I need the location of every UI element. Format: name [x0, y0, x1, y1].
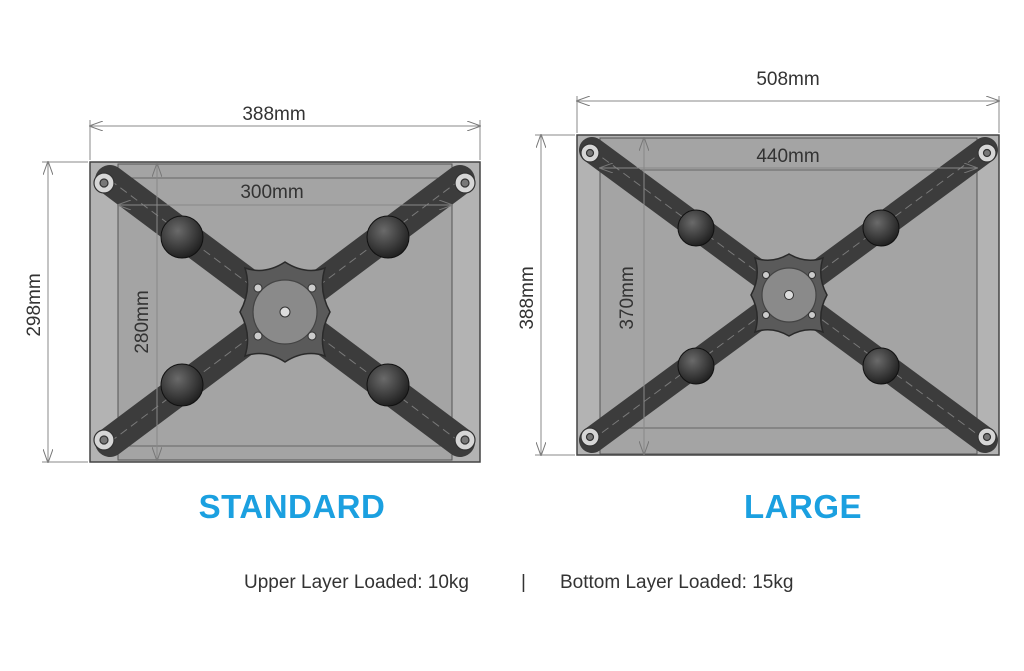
large-corner-brackets — [580, 143, 997, 447]
footer-separator: | — [521, 572, 526, 593]
large-outer-height-label: 388mm — [517, 266, 538, 329]
knob-icon — [160, 215, 204, 259]
knob-icon — [366, 215, 410, 259]
standard-corner-brackets — [93, 172, 476, 451]
large-inner-height-label: 370mm — [617, 266, 638, 329]
standard-outer-height-label: 298mm — [24, 273, 45, 336]
standard-title: STANDARD — [198, 488, 386, 525]
large-inner-width-label: 440mm — [756, 146, 819, 167]
bottom-layer-load: Bottom Layer Loaded: 15kg — [560, 572, 794, 593]
standard-knobs — [160, 215, 410, 407]
standard-inner-width-label: 300mm — [240, 182, 303, 203]
standard-dimensions — [42, 120, 480, 462]
knob-icon — [862, 347, 900, 385]
knob-icon — [677, 209, 715, 247]
knob-icon — [366, 363, 410, 407]
large-center-hub — [750, 253, 828, 337]
large-title: LARGE — [744, 488, 862, 525]
standard-inner-height-label: 280mm — [132, 290, 153, 353]
large-outer-width-label: 508mm — [756, 69, 819, 90]
standard-frame: 388mm 300mm 298mm 280mm — [24, 104, 480, 462]
large-knobs — [677, 209, 900, 385]
standard-center-hub — [239, 261, 331, 363]
standard-outer-width-label: 388mm — [242, 104, 305, 125]
knob-icon — [862, 209, 900, 247]
large-dimensions — [535, 96, 999, 455]
upper-layer-load: Upper Layer Loaded: 10kg — [244, 572, 469, 593]
knob-icon — [677, 347, 715, 385]
knob-icon — [160, 363, 204, 407]
large-frame: 508mm 440mm 388mm 370mm — [517, 69, 999, 455]
